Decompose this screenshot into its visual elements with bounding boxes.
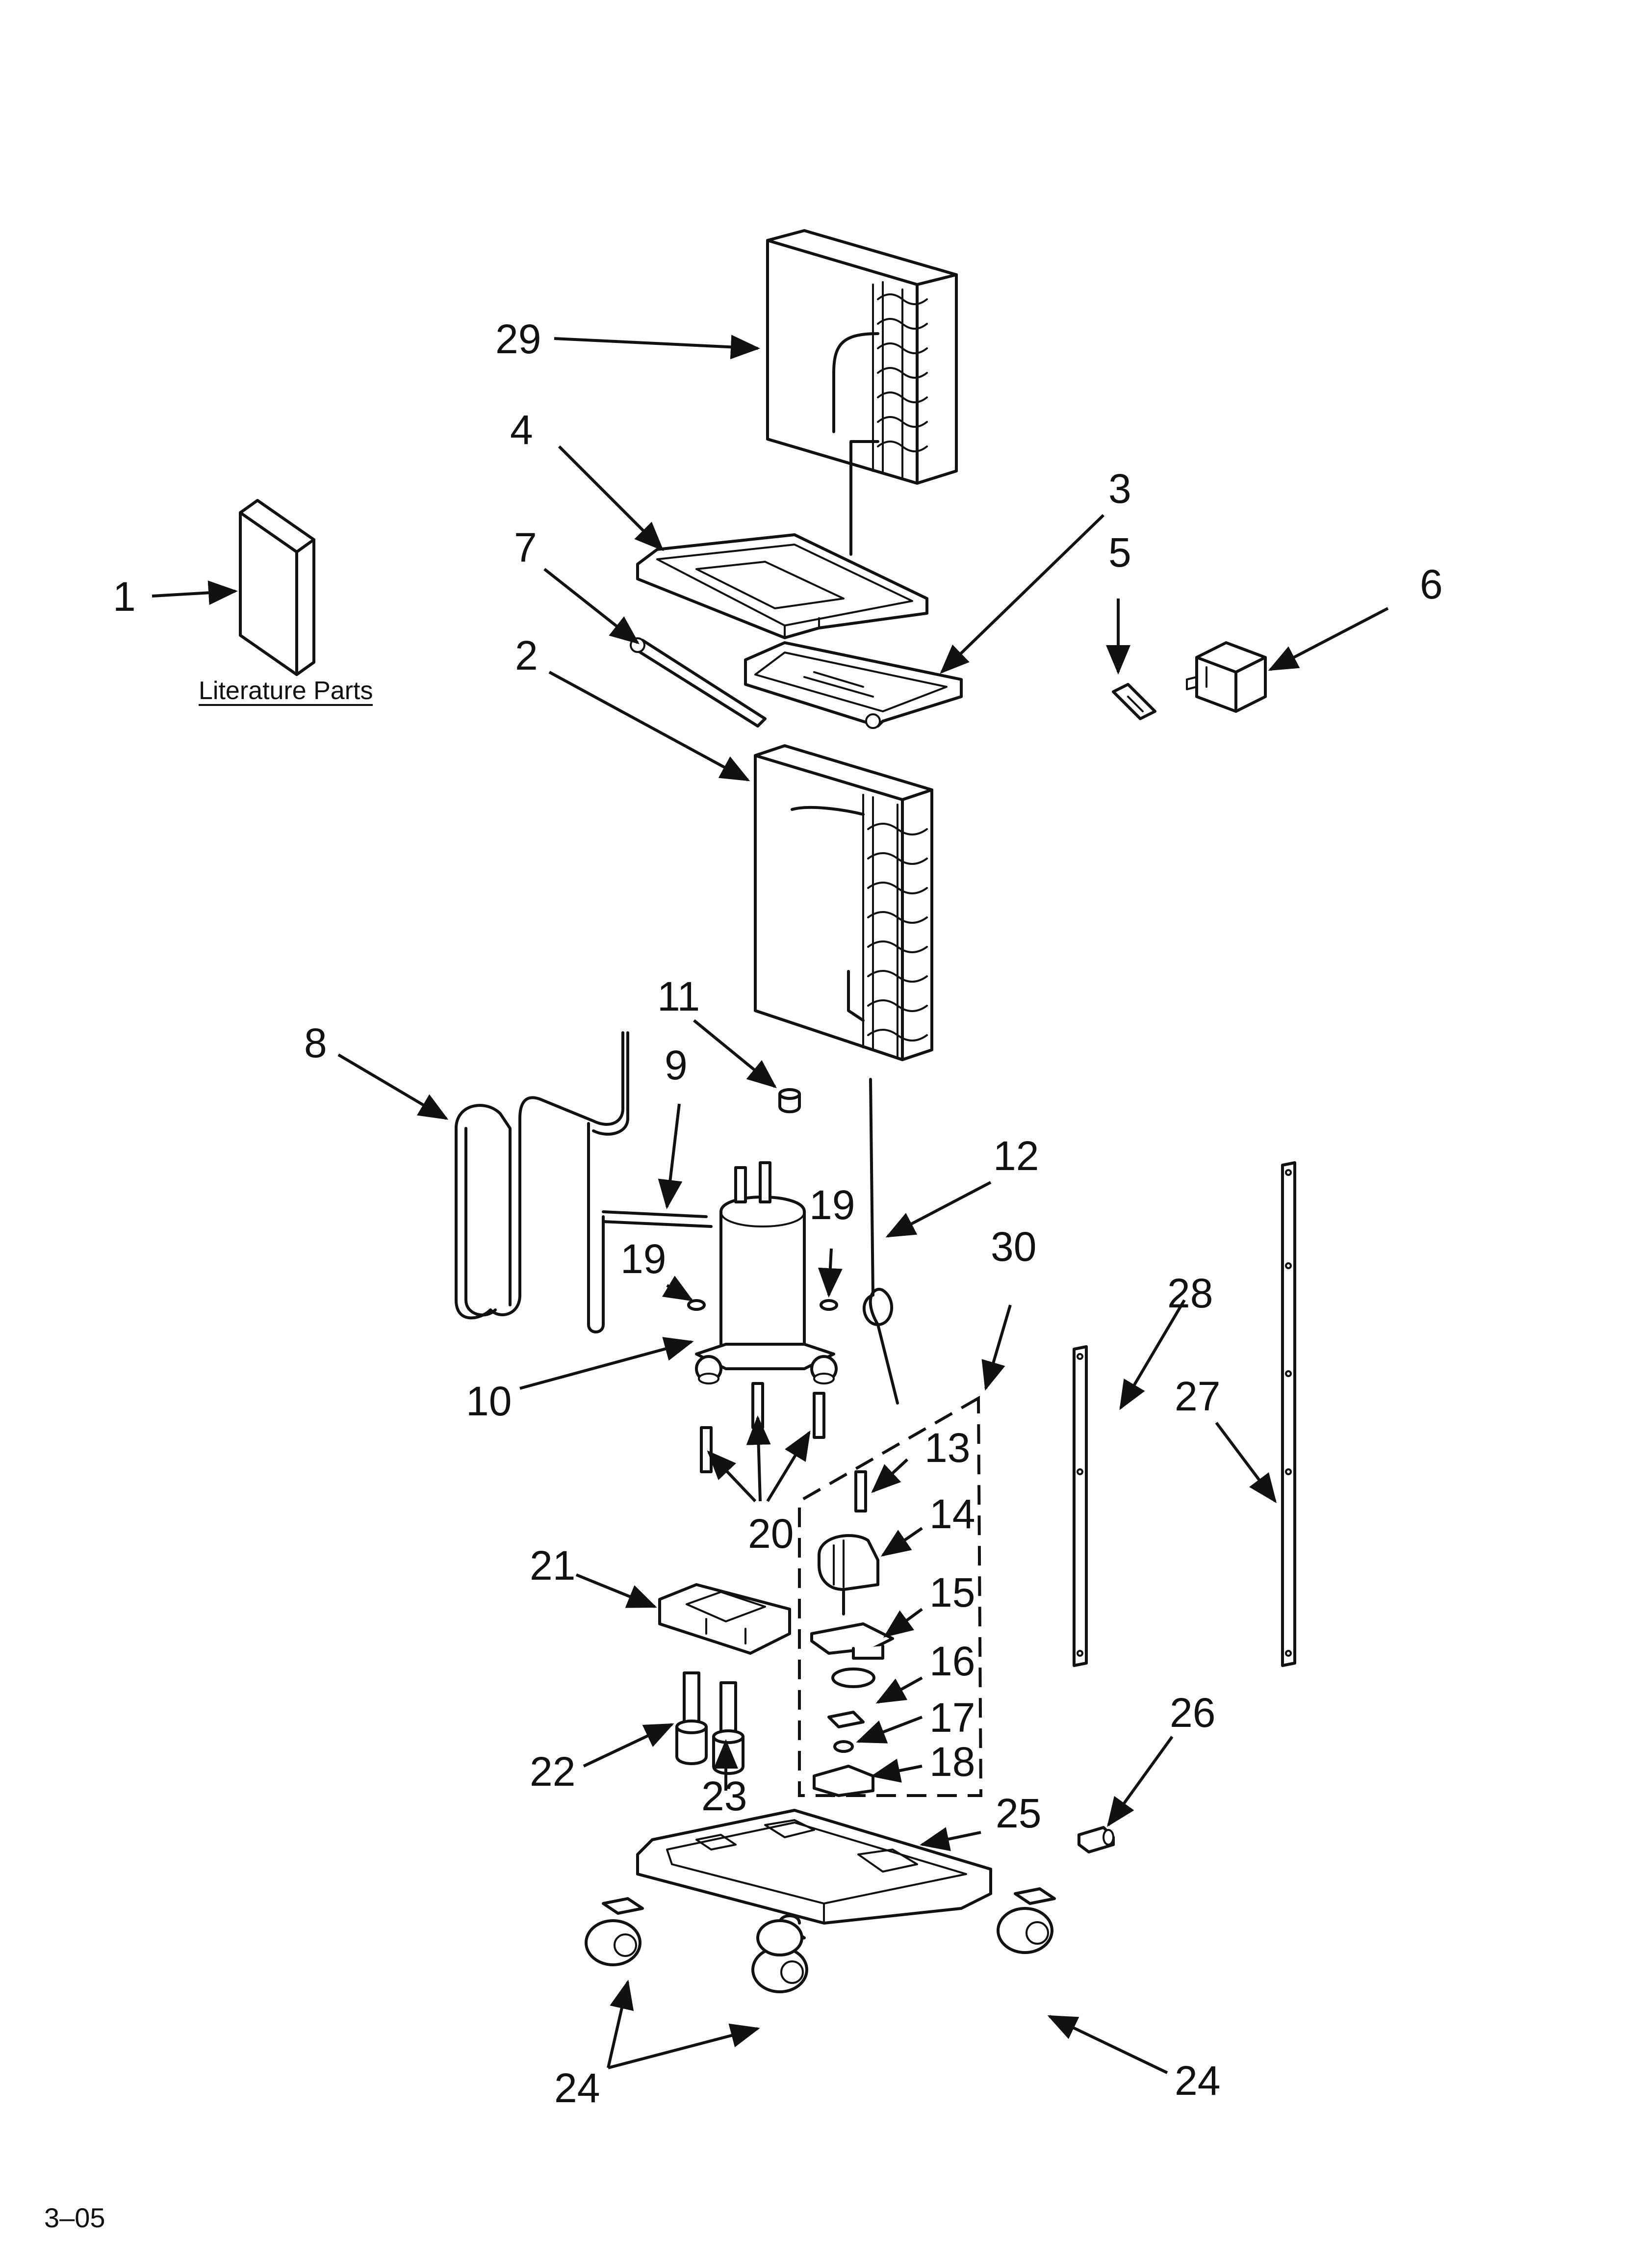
casters xyxy=(585,1887,1056,1993)
motor-bushing xyxy=(813,1765,874,1797)
fan-motor xyxy=(818,1534,879,1616)
label-26: 26 xyxy=(1170,1690,1215,1736)
fan-motor-group xyxy=(798,1395,983,1797)
label-21: 21 xyxy=(530,1542,575,1589)
label-13: 13 xyxy=(924,1425,970,1471)
label-7: 7 xyxy=(514,524,537,571)
label-24a: 24 xyxy=(554,2065,600,2111)
label-14: 14 xyxy=(929,1491,975,1537)
label-18: 18 xyxy=(929,1739,975,1785)
label-1: 1 xyxy=(113,574,136,620)
suction-tube xyxy=(602,1210,713,1228)
label-24b: 24 xyxy=(1175,2058,1220,2104)
literature-booklet xyxy=(239,499,315,676)
mounting-studs xyxy=(700,1382,825,1473)
electrical-box xyxy=(1186,641,1267,713)
drain-plug xyxy=(1078,1826,1115,1853)
compressor xyxy=(695,1161,838,1384)
label-5: 5 xyxy=(1108,529,1131,575)
compressor-bracket xyxy=(658,1583,791,1655)
base-pan xyxy=(636,1809,992,1925)
label-22: 22 xyxy=(530,1748,575,1795)
label-9: 9 xyxy=(665,1042,688,1088)
discharge-tube xyxy=(455,1031,629,1333)
label-11: 11 xyxy=(657,973,700,1019)
label-20: 20 xyxy=(748,1511,794,1557)
label-10: 10 xyxy=(466,1378,512,1424)
revision-code: 3–05 xyxy=(44,2202,105,2233)
part-number-labels: 29 4 3 7 5 6 1 2 11 8 9 12 19 30 19 28 1… xyxy=(113,316,1443,2111)
label-3: 3 xyxy=(1108,466,1131,512)
retaining-clip xyxy=(827,1711,865,1728)
fan-nut xyxy=(833,1740,854,1753)
label-16: 16 xyxy=(929,1638,975,1684)
literature-caption: Literature Parts xyxy=(199,677,373,706)
label-19b: 19 xyxy=(809,1182,855,1228)
grommets xyxy=(687,1299,838,1311)
control-bracket xyxy=(744,641,963,729)
capillary-tube xyxy=(863,1078,899,1405)
drain-pan xyxy=(636,533,928,639)
label-29: 29 xyxy=(495,316,541,362)
side-rails xyxy=(1073,1161,1296,1667)
label-19a: 19 xyxy=(620,1236,666,1282)
label-6: 6 xyxy=(1420,561,1443,607)
label-4: 4 xyxy=(510,407,533,453)
label-28: 28 xyxy=(1167,1270,1213,1316)
label-15: 15 xyxy=(929,1569,975,1616)
literature-parts-label: Literature Parts xyxy=(199,677,373,705)
switch-plate xyxy=(1112,683,1156,720)
label-8: 8 xyxy=(304,1020,327,1066)
tube-cap xyxy=(778,1088,801,1114)
motor-shaft xyxy=(854,1470,867,1512)
label-25: 25 xyxy=(996,1790,1041,1836)
label-23: 23 xyxy=(701,1773,747,1819)
label-17: 17 xyxy=(929,1694,975,1741)
fan-ring xyxy=(831,1668,875,1688)
label-27: 27 xyxy=(1175,1373,1220,1419)
label-30: 30 xyxy=(991,1224,1036,1270)
leveling-feet xyxy=(675,1671,744,1775)
condenser-coil xyxy=(754,744,933,1061)
label-2: 2 xyxy=(515,632,538,678)
fan-blade xyxy=(810,1622,894,1660)
evaporator-coil xyxy=(766,229,958,556)
callout-arrows xyxy=(152,335,1389,2074)
label-12: 12 xyxy=(993,1133,1039,1179)
